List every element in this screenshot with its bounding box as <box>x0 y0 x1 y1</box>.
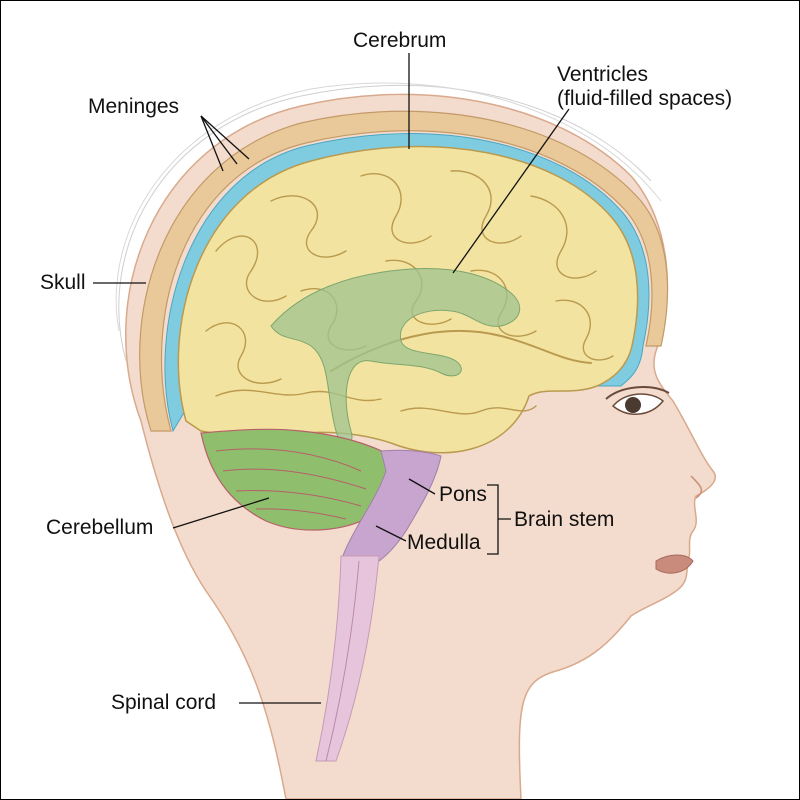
hair-strand <box>115 82 662 332</box>
nose-shape <box>690 475 703 499</box>
meninges-leader-1 <box>200 115 224 172</box>
ventricles-label-line2: (fluid-filled spaces) <box>557 87 733 110</box>
leader-lines <box>93 53 570 704</box>
brain-stem-bracket <box>487 484 511 555</box>
medulla-label: Medulla <box>407 531 481 554</box>
spinal-cord-line <box>325 560 360 762</box>
hair-strand <box>118 84 652 362</box>
eye-icon <box>605 386 670 415</box>
lips-shape <box>655 554 694 574</box>
skull-bone <box>139 110 669 432</box>
cerebellum-label: Cerebellum <box>46 516 154 539</box>
pons-leader <box>408 478 436 495</box>
spinal-cord-label: Spinal cord <box>111 691 217 714</box>
ventricles-label: Ventricles (fluid-filled spaces) <box>557 63 732 111</box>
brain-stem-label: Brain stem <box>514 508 615 531</box>
meninges-label: Meninges <box>88 95 180 118</box>
meninges-leader-3 <box>200 115 250 160</box>
cerebellum-leader <box>172 497 270 529</box>
medulla-leader <box>375 525 407 542</box>
ventricles-label-line1: Ventricles <box>557 63 649 86</box>
ventricles-leader <box>452 108 570 274</box>
pons-label: Pons <box>439 483 487 506</box>
cerebrum-label: Cerebrum <box>353 29 447 52</box>
ventricles-shape <box>270 267 521 445</box>
meninges-leader-2 <box>200 115 238 165</box>
cerebellum-folia <box>215 448 367 520</box>
brainstem-shape <box>340 449 442 562</box>
skull-label: Skull <box>40 271 86 294</box>
